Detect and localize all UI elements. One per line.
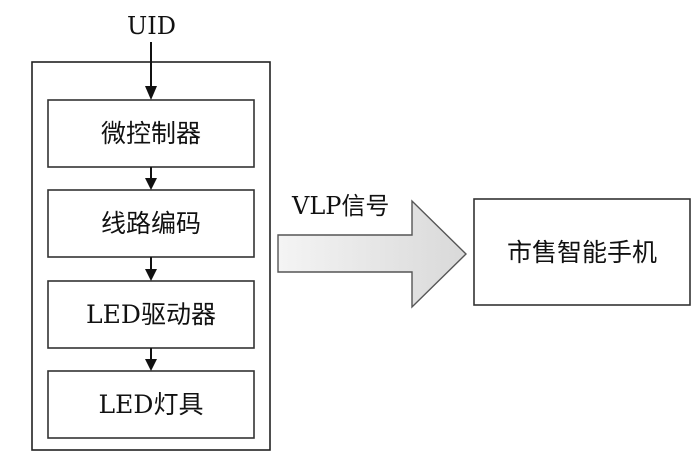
block-led-lamp: [47, 370, 255, 439]
block-line-encoding: [47, 189, 255, 258]
connector-arrow: [145, 167, 157, 190]
input-arrow: [145, 42, 157, 100]
block-microcontroller: [47, 99, 255, 168]
target-label: 市售智能手机: [506, 238, 657, 267]
target-device-box: [473, 198, 691, 306]
signal-arrow: [277, 199, 467, 309]
connector-arrow: [145, 257, 157, 281]
block-label-microcontroller: 微控制器: [100, 119, 201, 148]
input-label: UID: [127, 12, 176, 40]
signal-label: VLP信号: [292, 192, 390, 220]
block-label-line-encoding: 线路编码: [100, 209, 201, 238]
block-label-led-driver: LED驱动器: [86, 300, 216, 329]
connector-arrow: [145, 348, 157, 371]
block-label-led-lamp: LED灯具: [98, 390, 204, 419]
block-led-driver: [47, 280, 255, 349]
